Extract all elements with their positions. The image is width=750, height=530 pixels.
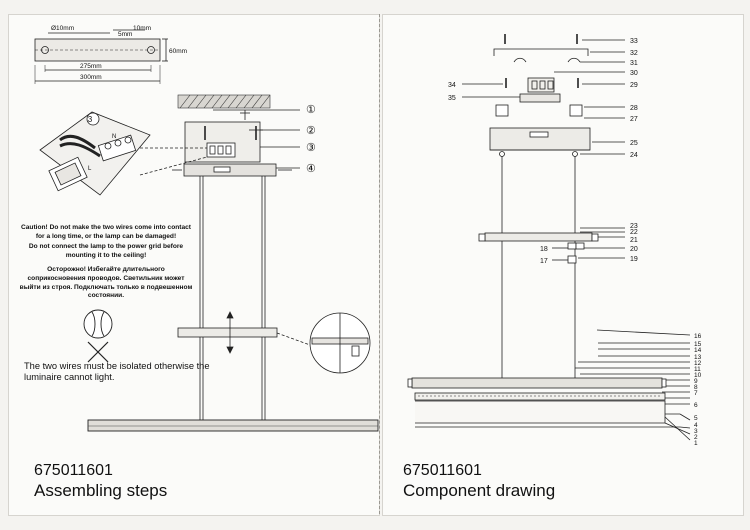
dim-edge-width: 10mm (133, 25, 151, 32)
part-number-11: 11 (694, 366, 701, 373)
prohibited-x-icon (87, 341, 109, 363)
part-number-35: 35 (448, 95, 456, 102)
part-number-10: 10 (694, 372, 702, 379)
terminal-label-l: L (88, 166, 92, 172)
mount-hole-left (41, 46, 49, 54)
step-marker-1: ① (306, 104, 316, 116)
dim-height: 60mm (169, 48, 187, 55)
step-marker-2: ② (306, 125, 316, 137)
lamp-body (87, 419, 379, 432)
part-number-8: 8 (694, 384, 698, 391)
part-number-1: 1 (694, 440, 698, 447)
part-number-34: 34 (448, 82, 456, 89)
part-number-25: 25 (630, 140, 638, 147)
inset-step-number: 3 (88, 115, 93, 124)
part-number-22: 22 (630, 229, 638, 236)
part-number-17: 17 (540, 258, 548, 265)
dim-total-length: 300mm (80, 74, 102, 81)
component-page (382, 14, 744, 516)
right-subtitle: Component drawing (403, 481, 556, 500)
part-number-2: 2 (694, 434, 698, 441)
step-marker-4: ④ (306, 163, 316, 175)
part-number-20: 20 (630, 246, 638, 253)
ceiling-hatch (177, 94, 271, 109)
left-subtitle: Assembling steps (34, 481, 168, 500)
part-number-19: 19 (630, 256, 638, 263)
step-marker-3: ③ (306, 142, 316, 154)
part-number-31: 31 (630, 60, 638, 67)
part-number-13: 13 (694, 354, 702, 361)
part-number-32: 32 (630, 50, 638, 57)
left-model-code: 675011601 (34, 462, 113, 479)
dim-hole-diameter: Ø10mm (51, 25, 74, 32)
part-number-12: 12 (694, 360, 702, 367)
part-number-7: 7 (694, 390, 698, 397)
mount-hole-right (147, 46, 155, 54)
part-number-9: 9 (694, 378, 698, 385)
right-model-code: 675011601 (403, 462, 482, 479)
part-number-3: 3 (694, 428, 698, 435)
terminal-label-n: N (112, 134, 116, 140)
page-fold-line (379, 14, 382, 514)
part-number-29: 29 (630, 82, 638, 89)
part-number-6: 6 (694, 402, 698, 409)
part-number-24: 24 (630, 152, 638, 159)
caution-en-1: Caution! Do not make the two wires come … (21, 224, 191, 240)
caution-en-2: Do not connect the lamp to the power gri… (28, 243, 184, 259)
caution-ru: Осторожно! Избегайте длительного соприко… (19, 266, 193, 300)
suspension-cables (199, 176, 266, 420)
part-number-28: 28 (630, 105, 638, 112)
part-number-21: 21 (630, 237, 638, 244)
part-number-30: 30 (630, 70, 638, 77)
part-number-18: 18 (540, 246, 548, 253)
part-number-15: 15 (694, 341, 702, 348)
dim-edge-offset: 5mm (118, 31, 132, 38)
part-number-5: 5 (694, 415, 698, 422)
part-number-16: 16 (694, 333, 702, 340)
wiring-inset (39, 111, 151, 196)
part-number-27: 27 (630, 116, 638, 123)
part-number-4: 4 (694, 422, 698, 429)
isolation-note: The two wires must be isolated otherwise… (24, 361, 210, 382)
wire-cut-icon (83, 309, 113, 339)
adjuster-zoom-inset (309, 312, 371, 374)
part-number-23: 23 (630, 223, 638, 230)
dim-hole-spacing: 275mm (80, 63, 102, 70)
adjuster-bar (177, 327, 278, 338)
caution-notice: Caution! Do not make the two wires come … (18, 224, 194, 307)
part-number-33: 33 (630, 38, 638, 45)
part-number-14: 14 (694, 347, 702, 354)
canopy-dimension-drawing (34, 29, 168, 84)
